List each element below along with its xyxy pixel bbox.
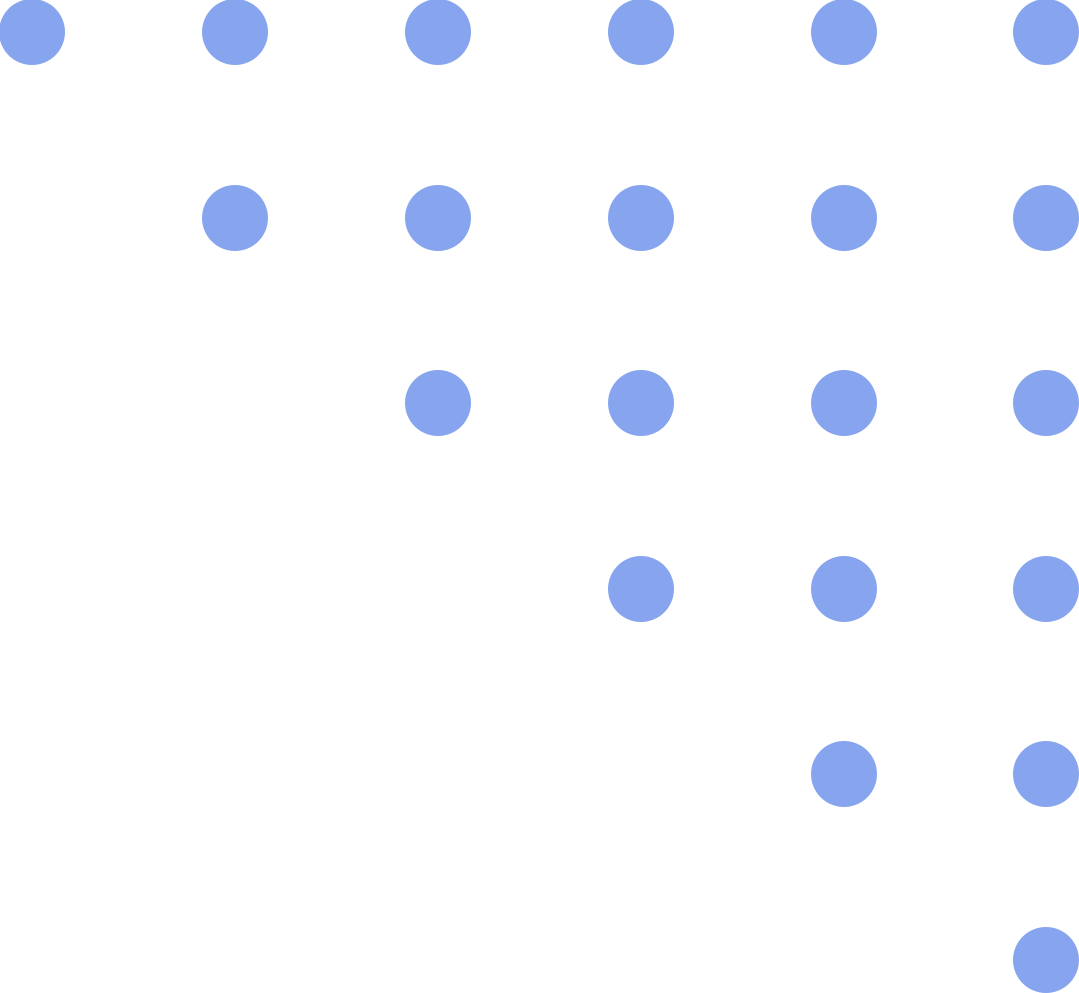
- dot: [1013, 741, 1079, 807]
- dot: [811, 741, 877, 807]
- dot: [811, 185, 877, 251]
- dot: [811, 370, 877, 436]
- dot: [811, 0, 877, 65]
- dot: [0, 0, 65, 65]
- dot: [811, 556, 877, 622]
- dot: [1013, 370, 1079, 436]
- dot: [1013, 556, 1079, 622]
- dot: [608, 556, 674, 622]
- dot: [1013, 185, 1079, 251]
- dot: [202, 185, 268, 251]
- dot: [405, 185, 471, 251]
- dot: [405, 0, 471, 65]
- dot: [608, 185, 674, 251]
- dot: [1013, 927, 1079, 993]
- dot: [405, 370, 471, 436]
- dot: [608, 0, 674, 65]
- dot: [202, 0, 268, 65]
- dot: [1013, 0, 1079, 65]
- dot: [608, 370, 674, 436]
